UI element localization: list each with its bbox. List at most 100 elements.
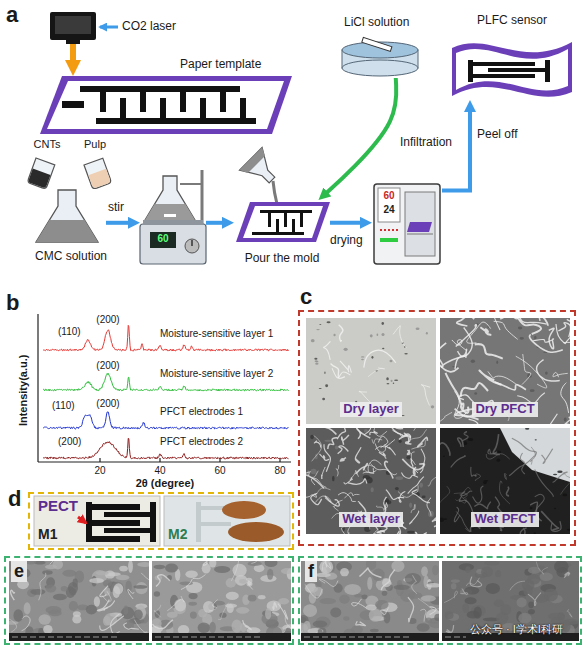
texture-grain xyxy=(203,601,214,613)
texture-grain xyxy=(344,348,348,351)
texture-grain xyxy=(69,601,78,611)
texture-fiber xyxy=(153,620,173,629)
texture-fiber xyxy=(461,491,472,496)
texture-fiber xyxy=(134,620,147,633)
texture-grain xyxy=(432,565,439,575)
texture-fiber xyxy=(312,436,322,462)
texture-fiber xyxy=(333,500,342,511)
plfc-sensor: PLFC sensor xyxy=(448,12,576,100)
texture-grain xyxy=(45,564,57,569)
texture-grain xyxy=(468,438,473,441)
step-label: Pour the mold xyxy=(245,252,320,266)
texture-grain xyxy=(496,360,498,364)
texture-fiber xyxy=(218,603,228,620)
texture-fiber xyxy=(375,443,385,452)
texture-grain xyxy=(334,584,343,593)
texture-fiber xyxy=(311,493,322,505)
texture-grain xyxy=(554,508,556,510)
texture-fiber xyxy=(338,446,349,454)
image-caption: Wet PFCT xyxy=(471,512,538,527)
texture-fiber xyxy=(418,598,439,610)
texture-fiber xyxy=(336,465,338,476)
micrograph-texture xyxy=(444,561,579,633)
texture-fiber xyxy=(488,371,516,384)
texture-fiber xyxy=(408,477,424,494)
texture-fiber xyxy=(339,325,343,341)
peak-label: (110) xyxy=(52,400,75,412)
texture-grain xyxy=(213,601,225,606)
leader-arrow xyxy=(78,517,86,523)
texture-fiber xyxy=(556,324,570,344)
texture-grain xyxy=(209,622,216,633)
curve-label: Moisture-sensitive layer 1 xyxy=(160,328,273,340)
texture-grain xyxy=(557,612,564,622)
texture-fiber xyxy=(209,600,217,611)
sample-label: M2 xyxy=(168,526,187,542)
micrograph-region xyxy=(500,428,570,482)
texture-fiber xyxy=(340,361,351,373)
texture-grain xyxy=(528,567,541,574)
texture-fiber xyxy=(542,449,553,464)
cnt-beaker-icon xyxy=(27,158,55,189)
texture-fiber xyxy=(414,428,423,431)
texture-fiber xyxy=(421,385,430,406)
texture-fiber xyxy=(457,318,474,326)
texture-fiber xyxy=(475,344,503,359)
texture-fiber xyxy=(563,338,570,350)
texture-fiber xyxy=(391,531,399,534)
device-label: LiCl solution xyxy=(344,16,409,30)
texture-grain xyxy=(96,571,109,575)
texture-grain xyxy=(467,611,480,619)
texture-fiber xyxy=(462,431,468,440)
texture-grain xyxy=(190,611,197,618)
micrograph-image xyxy=(440,428,570,534)
texture-grain xyxy=(496,612,508,624)
texture-grain xyxy=(311,339,315,342)
texture-fiber xyxy=(203,561,207,565)
micrograph-image xyxy=(306,318,436,424)
texture-fiber xyxy=(154,605,161,617)
texture-fiber xyxy=(322,467,326,479)
texture-fiber xyxy=(385,503,388,510)
texture-grain xyxy=(481,566,493,577)
texture-fiber xyxy=(564,572,569,577)
peak-label: (200) xyxy=(96,398,119,410)
device-label: Paper template xyxy=(180,58,261,72)
texture-fiber xyxy=(553,372,568,377)
texture-grain xyxy=(62,570,76,577)
texture-grain xyxy=(94,596,100,607)
texture-grain xyxy=(119,566,128,572)
texture-fiber xyxy=(251,561,261,563)
texture-grain xyxy=(362,595,368,600)
texture-grain xyxy=(319,388,322,389)
texture-grain xyxy=(13,609,23,621)
texture-grain xyxy=(545,372,548,375)
texture-fiber xyxy=(321,561,327,567)
panel-letter: b xyxy=(6,290,19,315)
texture-grain xyxy=(330,607,341,617)
texture-fiber xyxy=(97,600,109,611)
texture-grain xyxy=(520,337,524,340)
texture-grain xyxy=(318,629,323,633)
texture-fiber xyxy=(420,449,425,473)
texture-grain xyxy=(361,359,364,361)
image-caption: Dry layer xyxy=(340,402,402,417)
texture-fiber xyxy=(278,604,288,620)
texture-grain xyxy=(367,577,372,590)
template-icon xyxy=(40,76,292,134)
laser-icon xyxy=(50,12,96,44)
texture-grain xyxy=(517,597,527,607)
texture-fiber xyxy=(500,481,510,504)
texture-fiber xyxy=(342,435,349,445)
texture-fiber xyxy=(427,498,431,516)
sem-info-marks xyxy=(12,637,466,638)
texture-fiber xyxy=(368,460,381,473)
axis-title: 2θ (degree) xyxy=(136,477,195,490)
process-arrow xyxy=(206,221,227,225)
pour-flask-icon xyxy=(239,147,283,191)
texture-fiber xyxy=(111,614,120,633)
peak-label: (110) xyxy=(58,326,81,338)
texture-grain xyxy=(426,583,439,588)
texture-grain xyxy=(265,561,278,567)
